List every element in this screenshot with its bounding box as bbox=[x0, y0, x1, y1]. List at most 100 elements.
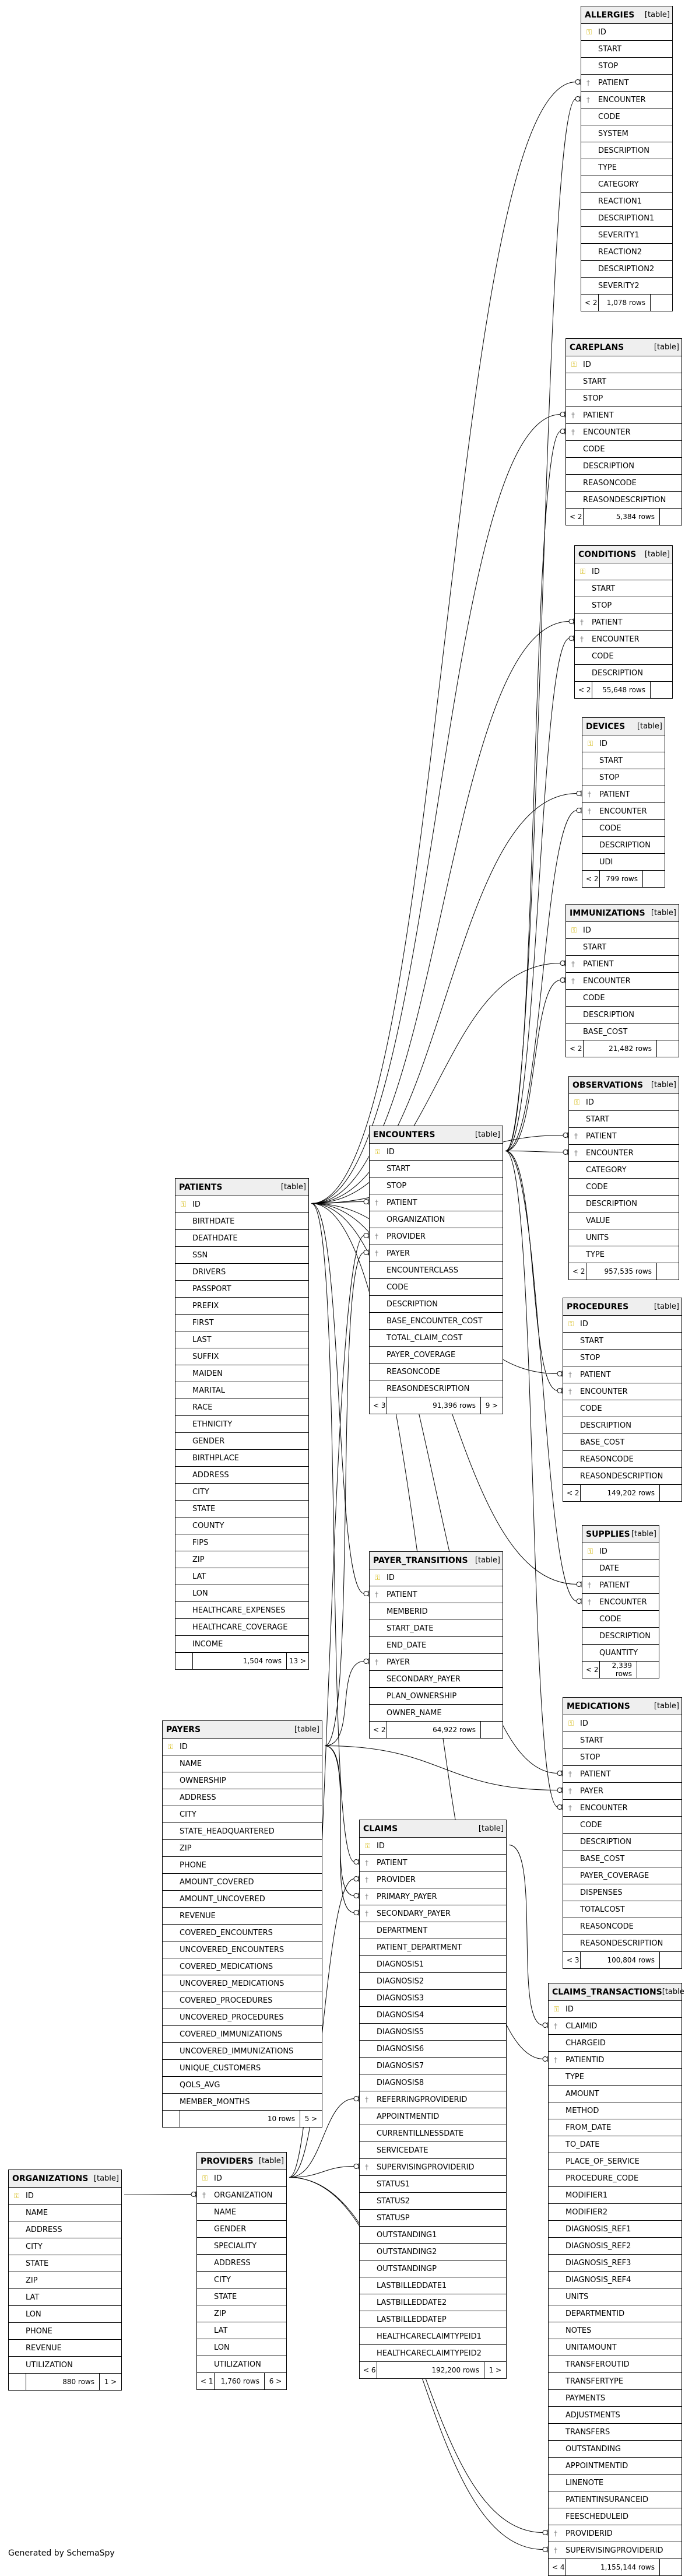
table-name[interactable]: MEDICATIONS bbox=[567, 1701, 630, 1711]
column-row[interactable]: †PATIENT bbox=[569, 1128, 679, 1145]
column-row[interactable]: START bbox=[575, 580, 672, 597]
parents-count[interactable]: < 3 bbox=[370, 1397, 387, 1414]
column-row[interactable]: SERVICEDATE bbox=[360, 2142, 506, 2159]
column-row[interactable]: TO_DATE bbox=[549, 2136, 682, 2153]
column-row[interactable]: ZIP bbox=[197, 2305, 286, 2322]
column-row[interactable]: ADDRESS bbox=[197, 2255, 286, 2272]
column-row[interactable]: RACE bbox=[175, 1399, 308, 1416]
parents-count[interactable] bbox=[163, 2111, 180, 2127]
column-row[interactable]: NAME bbox=[197, 2204, 286, 2221]
column-row[interactable]: PAYMENTS bbox=[549, 2390, 682, 2407]
column-row[interactable]: ⚿ID bbox=[581, 24, 672, 41]
column-row[interactable]: †ENCOUNTER bbox=[575, 631, 672, 648]
column-row[interactable]: REASONCODE bbox=[563, 1451, 682, 1468]
column-row[interactable]: CODE bbox=[566, 441, 682, 458]
column-row[interactable]: NAME bbox=[163, 1755, 322, 1772]
column-row[interactable]: NAME bbox=[9, 2205, 121, 2221]
table-name[interactable]: DEVICES bbox=[586, 721, 626, 731]
column-row[interactable]: SUFFIX bbox=[175, 1348, 308, 1365]
column-row[interactable]: BASE_ENCOUNTER_COST bbox=[370, 1313, 503, 1330]
column-row[interactable]: NOTES bbox=[549, 2322, 682, 2339]
column-row[interactable]: †PATIENT bbox=[360, 1855, 506, 1871]
column-row[interactable]: DESCRIPTION bbox=[370, 1296, 503, 1313]
column-row[interactable]: ⚿ID bbox=[360, 1838, 506, 1855]
column-row[interactable]: STOP bbox=[582, 769, 665, 786]
column-row[interactable]: ADDRESS bbox=[175, 1467, 308, 1484]
column-row[interactable]: ZIP bbox=[9, 2272, 121, 2289]
column-row[interactable]: COVERED_MEDICATIONS bbox=[163, 1958, 322, 1975]
children-count[interactable] bbox=[480, 1722, 503, 1738]
column-row[interactable]: DESCRIPTION1 bbox=[581, 210, 672, 227]
column-row[interactable]: HEALTHCARE_COVERAGE bbox=[175, 1619, 308, 1636]
column-row[interactable]: ADDRESS bbox=[9, 2221, 121, 2238]
column-row[interactable]: REASONDESCRIPTION bbox=[370, 1380, 503, 1397]
table-header[interactable]: SUPPLIES[table] bbox=[582, 1526, 659, 1543]
column-row[interactable]: TOTAL_CLAIM_COST bbox=[370, 1330, 503, 1347]
table-name[interactable]: PATIENTS bbox=[179, 1182, 223, 1192]
column-row[interactable]: AMOUNT bbox=[549, 2086, 682, 2102]
column-row[interactable]: DIAGNOSIS7 bbox=[360, 2058, 506, 2074]
column-row[interactable]: REASONCODE bbox=[370, 1364, 503, 1380]
column-row[interactable]: HEALTHCARECLAIMTYPEID1 bbox=[360, 2328, 506, 2345]
column-row[interactable]: †PAYER bbox=[370, 1245, 503, 1262]
column-row[interactable]: MODIFIER1 bbox=[549, 2187, 682, 2204]
table-header[interactable]: ENCOUNTERS[table] bbox=[370, 1126, 503, 1144]
column-row[interactable]: TYPE bbox=[581, 159, 672, 176]
column-row[interactable]: REASONDESCRIPTION bbox=[563, 1935, 682, 1952]
children-count[interactable] bbox=[659, 2559, 682, 2575]
children-count[interactable] bbox=[659, 1952, 682, 1968]
children-count[interactable] bbox=[650, 295, 672, 311]
table-header[interactable]: MEDICATIONS[table] bbox=[563, 1698, 682, 1715]
column-row[interactable]: ZIP bbox=[175, 1551, 308, 1568]
table-header[interactable]: IMMUNIZATIONS[table] bbox=[566, 905, 679, 922]
column-row[interactable]: STATE bbox=[9, 2255, 121, 2272]
column-row[interactable]: DESCRIPTION bbox=[569, 1196, 679, 1212]
children-count[interactable]: 6 > bbox=[264, 2373, 286, 2389]
table-name[interactable]: PAYERS bbox=[166, 1725, 201, 1734]
children-count[interactable] bbox=[650, 682, 672, 698]
parents-count[interactable]: < 2 bbox=[575, 682, 592, 698]
parents-count[interactable]: < 6 bbox=[360, 2362, 377, 2378]
column-row[interactable]: UTILIZATION bbox=[9, 2357, 121, 2374]
column-row[interactable]: †PATIENT bbox=[575, 614, 672, 631]
column-row[interactable]: CODE bbox=[563, 1400, 682, 1417]
column-row[interactable]: STATUS2 bbox=[360, 2193, 506, 2210]
table-header[interactable]: CLAIMS[table] bbox=[360, 1820, 506, 1838]
column-row[interactable]: ⚿ID bbox=[575, 563, 672, 580]
column-row[interactable]: LON bbox=[197, 2339, 286, 2356]
column-row[interactable]: START_DATE bbox=[370, 1620, 503, 1637]
column-row[interactable]: DIAGNOSIS3 bbox=[360, 1990, 506, 2007]
column-row[interactable]: START bbox=[563, 1732, 682, 1749]
column-row[interactable]: METHOD bbox=[549, 2102, 682, 2119]
column-row[interactable]: OUTSTANDING bbox=[549, 2441, 682, 2458]
column-row[interactable]: DIAGNOSIS_REF2 bbox=[549, 2238, 682, 2255]
column-row[interactable]: UTILIZATION bbox=[197, 2356, 286, 2373]
column-row[interactable]: APPOINTMENTID bbox=[360, 2108, 506, 2125]
column-row[interactable]: †SUPERVISINGPROVIDERID bbox=[360, 2159, 506, 2176]
column-row[interactable]: LASTBILLEDDATEP bbox=[360, 2311, 506, 2328]
column-row[interactable]: ADJUSTMENTS bbox=[549, 2407, 682, 2424]
column-row[interactable]: STATE bbox=[175, 1501, 308, 1517]
parents-count[interactable]: < 3 bbox=[563, 1952, 581, 1968]
column-row[interactable]: DESCRIPTION bbox=[566, 1007, 679, 1024]
column-row[interactable]: START bbox=[370, 1161, 503, 1177]
table-header[interactable]: PAYERS[table] bbox=[163, 1721, 322, 1739]
parents-count[interactable]: < 2 bbox=[582, 871, 600, 887]
column-row[interactable]: CURRENTILLNESSDATE bbox=[360, 2125, 506, 2142]
children-count[interactable]: 1 > bbox=[484, 2362, 506, 2378]
column-row[interactable]: MODIFIER2 bbox=[549, 2204, 682, 2221]
column-row[interactable]: ⚿ID bbox=[582, 1543, 659, 1560]
column-row[interactable]: COVERED_ENCOUNTERS bbox=[163, 1925, 322, 1941]
column-row[interactable]: MEMBER_MONTHS bbox=[163, 2094, 322, 2111]
column-row[interactable]: CITY bbox=[9, 2238, 121, 2255]
column-row[interactable]: PROCEDURE_CODE bbox=[549, 2170, 682, 2187]
column-row[interactable]: PLACE_OF_SERVICE bbox=[549, 2153, 682, 2170]
column-row[interactable]: UNCOVERED_PROCEDURES bbox=[163, 2009, 322, 2026]
column-row[interactable]: QUANTITY bbox=[582, 1645, 659, 1662]
column-row[interactable]: HEALTHCARECLAIMTYPEID2 bbox=[360, 2345, 506, 2362]
column-row[interactable]: TOTALCOST bbox=[563, 1901, 682, 1918]
column-row[interactable]: DIAGNOSIS_REF3 bbox=[549, 2255, 682, 2272]
column-row[interactable]: ADDRESS bbox=[163, 1789, 322, 1806]
table-name[interactable]: CAREPLANS bbox=[570, 342, 624, 352]
column-row[interactable]: STOP bbox=[581, 58, 672, 75]
